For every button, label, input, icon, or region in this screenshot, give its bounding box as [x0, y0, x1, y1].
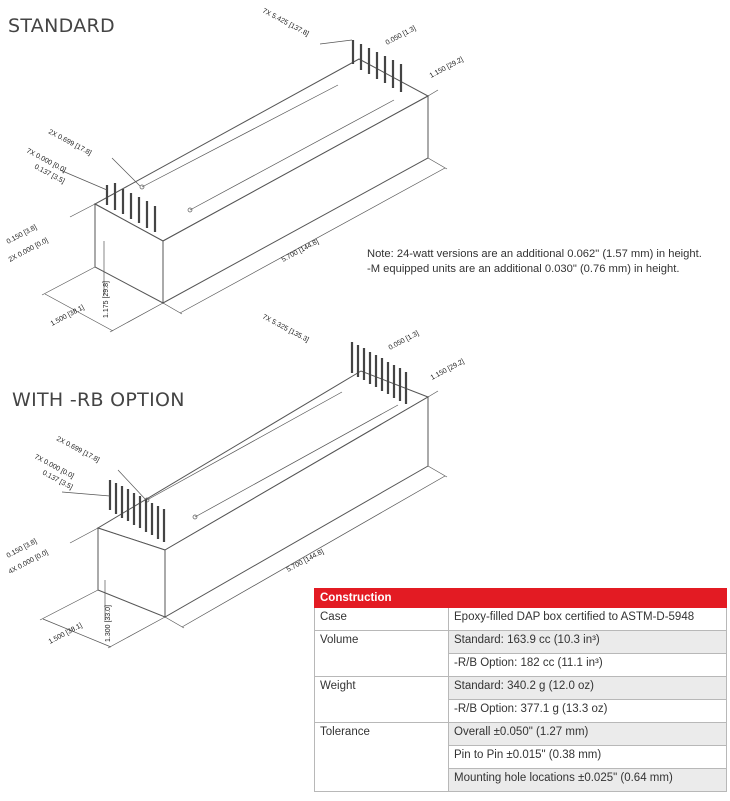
rb-top-pins-dim: 7X 5.325 [135.3]	[261, 314, 310, 344]
standard-heading: STANDARD	[8, 15, 115, 37]
table-row: Case Epoxy-filled DAP box certified to A…	[314, 607, 727, 631]
rb-hole-line-1	[146, 391, 343, 501]
standard-mount-hole-2	[187, 207, 193, 213]
rb-mount-hole-2	[192, 514, 198, 520]
table-row: -R/B Option: 182 cc (11.1 in³)	[315, 653, 727, 677]
tolerance-mount: Mounting hole locations ±0.025" (0.64 mm…	[448, 768, 727, 792]
weight-label: Weight	[314, 676, 449, 723]
standard-height-dim: 1.175 [29.8]	[103, 281, 110, 318]
table-row: Tolerance Overall ±0.050" (1.27 mm)	[314, 722, 727, 792]
volume-label: Volume	[314, 630, 449, 677]
table-row: Weight Standard: 340.2 g (12.0 oz)	[314, 676, 727, 723]
table-row: Pin to Pin ±0.015" (0.38 mm)	[315, 745, 727, 769]
rb-width-dim: 1.500 [38.1]	[48, 622, 84, 646]
rb-left-pins-dim: 2X 0.699 [17.8]	[55, 436, 100, 464]
standard-hole-line-1	[141, 84, 339, 188]
standard-front-pins	[105, 183, 157, 232]
rb-hole-line-2	[194, 404, 399, 518]
volume-rb: -R/B Option: 182 cc (11.1 in³)	[448, 653, 727, 677]
case-value: Epoxy-filled DAP box certified to ASTM-D…	[448, 607, 727, 631]
table-row: -R/B Option: 377.1 g (13.3 oz)	[315, 699, 727, 723]
table-row: Mounting hole locations ±0.025" (0.64 mm…	[315, 768, 727, 792]
construction-table: Construction Case Epoxy-filled DAP box c…	[314, 588, 727, 792]
weight-rb: -R/B Option: 377.1 g (13.3 oz)	[448, 699, 727, 723]
rb-height-dim: 1.300 [33.0]	[105, 605, 112, 642]
height-note: Note: 24-watt versions are an additional…	[367, 247, 702, 276]
case-label: Case	[314, 607, 449, 631]
rb-front-pins	[108, 480, 166, 542]
standard-mount-hole-1	[139, 184, 145, 190]
construction-header: Construction	[314, 588, 727, 608]
rb-rear-pins	[350, 342, 408, 404]
standard-rear-pins	[351, 40, 403, 92]
weight-standard: Standard: 340.2 g (12.0 oz)	[448, 676, 727, 700]
note-line-2: -M equipped units are an additional 0.03…	[367, 262, 680, 275]
volume-standard: Standard: 163.9 cc (10.3 in³)	[448, 630, 727, 654]
note-line-1: Note: 24-watt versions are an additional…	[367, 248, 702, 260]
rb-end-offset-dim: 1.150 [29.2]	[430, 358, 466, 382]
tolerance-pin: Pin to Pin ±0.015" (0.38 mm)	[448, 745, 727, 769]
tolerance-overall: Overall ±0.050" (1.27 mm)	[448, 722, 727, 746]
rb-length-dim: 5.700 [144.8]	[286, 548, 325, 573]
table-row: Volume Standard: 163.9 cc (10.3 in³)	[314, 630, 727, 677]
rb-option-heading: WITH -RB OPTION	[12, 389, 185, 411]
tolerance-label: Tolerance	[314, 722, 449, 792]
rb-pin-pitch-dim: 0.050 [1.3]	[388, 330, 421, 352]
standard-hole-line-2	[189, 99, 395, 211]
